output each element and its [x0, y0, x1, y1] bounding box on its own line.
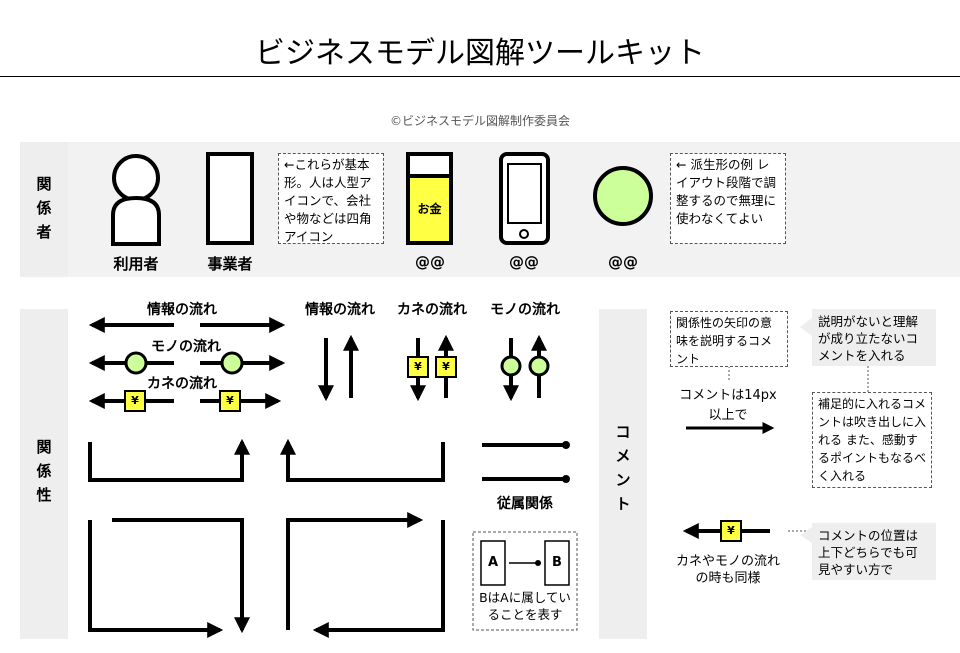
money-box-icon — [406, 152, 453, 245]
yen-icon: ¥ — [414, 360, 422, 373]
money-goods-comment-arrow — [682, 520, 770, 542]
node-b-label: B — [552, 555, 562, 570]
yen-icon: ¥ — [131, 394, 139, 407]
info-flow-vertical-label: 情報の流れ — [305, 302, 375, 318]
copyright: ©ビジネスモデル図解制作委員会 — [389, 114, 570, 128]
comments-label-band — [599, 309, 647, 639]
money-goods-caption: カネやモノの流れの時も同様 — [675, 554, 780, 586]
callout-pointer-2 — [800, 527, 812, 543]
node-a-label: A — [487, 555, 499, 570]
money-flow-horizontal-arrows — [88, 390, 282, 412]
position-callout: コメントの位置は上下どちらでも可見やすい方で — [812, 523, 936, 580]
node-b-box — [544, 540, 570, 586]
node-link-dot — [535, 560, 541, 566]
yen-icon: ¥ — [226, 394, 234, 407]
circle-caption: @@ — [608, 253, 638, 271]
phone-caption: @@ — [509, 253, 539, 271]
user-label: 利用者 — [113, 255, 159, 273]
title-divider — [0, 76, 960, 77]
info-flow-horizontal-label: 情報の流れ — [147, 302, 217, 318]
goods-flow-vertical-arrows — [500, 334, 550, 402]
money-box-label: お金 — [417, 202, 442, 216]
user-person-icon — [111, 154, 161, 246]
arrow-comment-text: コメントは14px以上で — [679, 388, 777, 423]
derived-shapes-note: ← 派生形の例 レイアウト段階で調整するので無理に使わなくてよい — [670, 153, 786, 244]
actors-label-band — [20, 142, 68, 277]
green-circle-icon — [593, 166, 653, 226]
goods-flow-horizontal-arrows — [88, 351, 286, 375]
arrow-meaning-note: 関係性の矢印の意味を説明するコメント — [670, 311, 788, 367]
actors-section-label: 関係者 — [36, 175, 52, 241]
elbow-arrows — [88, 438, 445, 638]
business-box-icon — [206, 152, 254, 245]
money-caption: @@ — [415, 253, 445, 271]
goods-flow-vertical-label: モノの流れ — [490, 302, 560, 318]
money-flow-vertical-label: カネの流れ — [397, 302, 467, 318]
smartphone-icon — [499, 152, 550, 245]
basic-shapes-note: ←これらが基本形。人は人型アイコンで、会社や物などは四角アイコン — [278, 153, 384, 244]
explain-needed-callout: 説明がないと理解が成り立たないコメントを入れる — [812, 309, 936, 366]
page-title: ビジネスモデル図解ツールキット — [255, 36, 705, 71]
comments-section-label: コメント — [615, 423, 631, 513]
relations-label-band — [20, 309, 68, 639]
subordinate-note: BはAに属していることを表す — [479, 590, 571, 622]
goods-flow-horizontal-label: モノの流れ — [151, 339, 221, 355]
money-flow-horizontal-label: カネの流れ — [147, 376, 217, 392]
subordinate-label: 従属関係 — [497, 496, 553, 512]
callout-pointer-1 — [800, 318, 812, 336]
business-label: 事業者 — [207, 255, 253, 273]
subordinate-lines — [482, 441, 570, 483]
yen-icon: ¥ — [727, 524, 735, 537]
relations-section-label: 関係性 — [36, 438, 52, 504]
supplement-note: 補足的に入れるコメントは吹き出しに入れる また、感動するポイントもなるべく入れる — [812, 392, 932, 488]
money-flow-vertical-arrows — [407, 334, 457, 402]
info-flow-vertical-arrows — [318, 334, 359, 402]
node-a-box — [480, 540, 506, 586]
yen-icon: ¥ — [442, 360, 450, 373]
